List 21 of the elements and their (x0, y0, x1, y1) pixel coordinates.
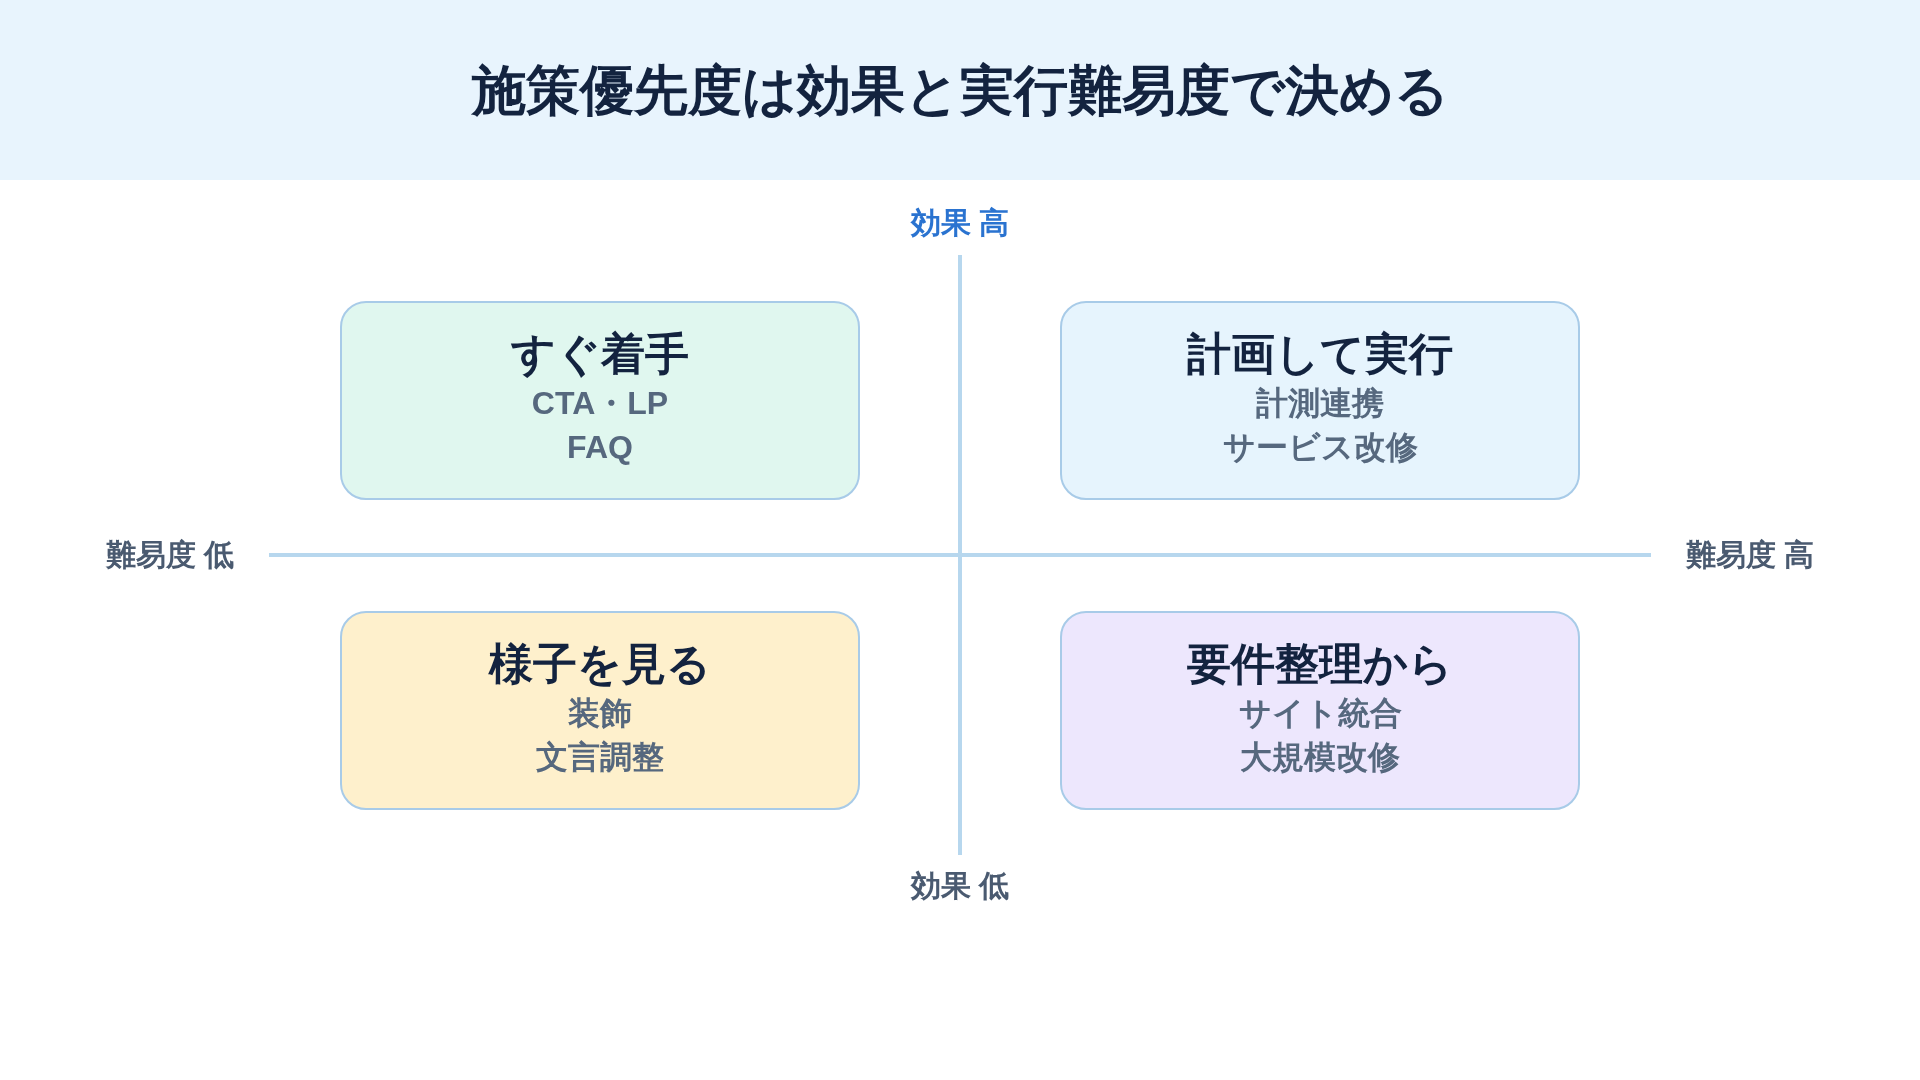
quadrant-item: サービス改修 (1222, 427, 1418, 467)
title: 施策優先度は効果と実行難易度で決める (471, 59, 1449, 122)
quadrant-item: 計測連携 (1256, 383, 1384, 423)
quadrant-card (1060, 611, 1580, 810)
quadrant-item: CTA・LP (531, 383, 669, 423)
axis-label: 効果 低 (909, 868, 1011, 904)
quadrant-item: 大規模改修 (1240, 737, 1400, 777)
quadrant-heading: 様子を見る (489, 637, 711, 690)
quadrant-heading: 計画して実行 (1187, 327, 1453, 380)
quadrant-item: FAQ (567, 427, 633, 467)
quadrant-card (1060, 301, 1580, 500)
quadrant-card (340, 301, 860, 500)
axis-label: 難易度 低 (104, 537, 236, 573)
quadrant-item: 文言調整 (536, 737, 664, 777)
axis-label: 効果 高 (909, 205, 1011, 241)
quadrant-item: サイト統合 (1238, 693, 1402, 733)
quadrant-heading: すぐ着手 (511, 327, 689, 380)
quadrant-card (340, 611, 860, 810)
quadrant-heading: 要件整理から (1187, 637, 1453, 690)
quadrant-item: 装飾 (568, 693, 632, 733)
axis-label: 難易度 高 (1684, 537, 1816, 573)
